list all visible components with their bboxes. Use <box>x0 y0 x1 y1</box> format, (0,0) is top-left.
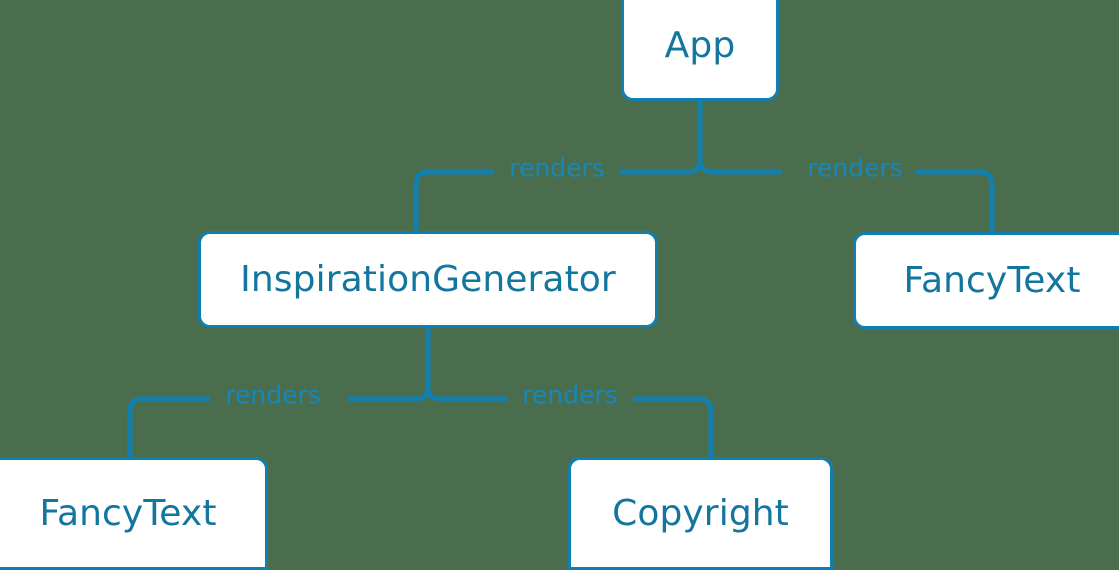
edge-label-app-to-inspirationgenerator: renders <box>509 153 605 183</box>
node-copyright-label: Copyright <box>612 492 789 534</box>
node-fancytext-right-label: FancyText <box>903 259 1081 301</box>
edge-app-to-inspiration <box>413 169 494 231</box>
edge-inspiration-junction-left <box>348 386 431 402</box>
node-fancytext-left-label: FancyText <box>39 492 217 534</box>
node-app-label: App <box>664 24 736 66</box>
node-app[interactable]: App <box>621 0 779 101</box>
node-inspirationgenerator[interactable]: InspirationGenerator <box>198 231 658 328</box>
edge-app-junction-right <box>697 159 782 175</box>
edge-inspiration-to-fancytext-left <box>127 396 210 457</box>
edge-inspiration-to-copyright <box>633 396 714 457</box>
node-copyright[interactable]: Copyright <box>568 457 833 570</box>
edge-label-app-to-fancytext: renders <box>807 153 903 183</box>
node-inspirationgenerator-label: InspirationGenerator <box>240 258 616 300</box>
edge-app-to-fancytext-right <box>916 169 995 232</box>
edge-inspiration-junction-right <box>425 386 508 402</box>
node-fancytext-right[interactable]: FancyText <box>853 232 1119 329</box>
node-fancytext-left[interactable]: FancyText <box>0 457 268 570</box>
edge-label-inspirationgenerator-to-copyright: renders <box>522 380 618 410</box>
edge-app-junction-left <box>620 159 703 175</box>
edge-label-inspirationgenerator-to-fancytext: renders <box>225 380 321 410</box>
